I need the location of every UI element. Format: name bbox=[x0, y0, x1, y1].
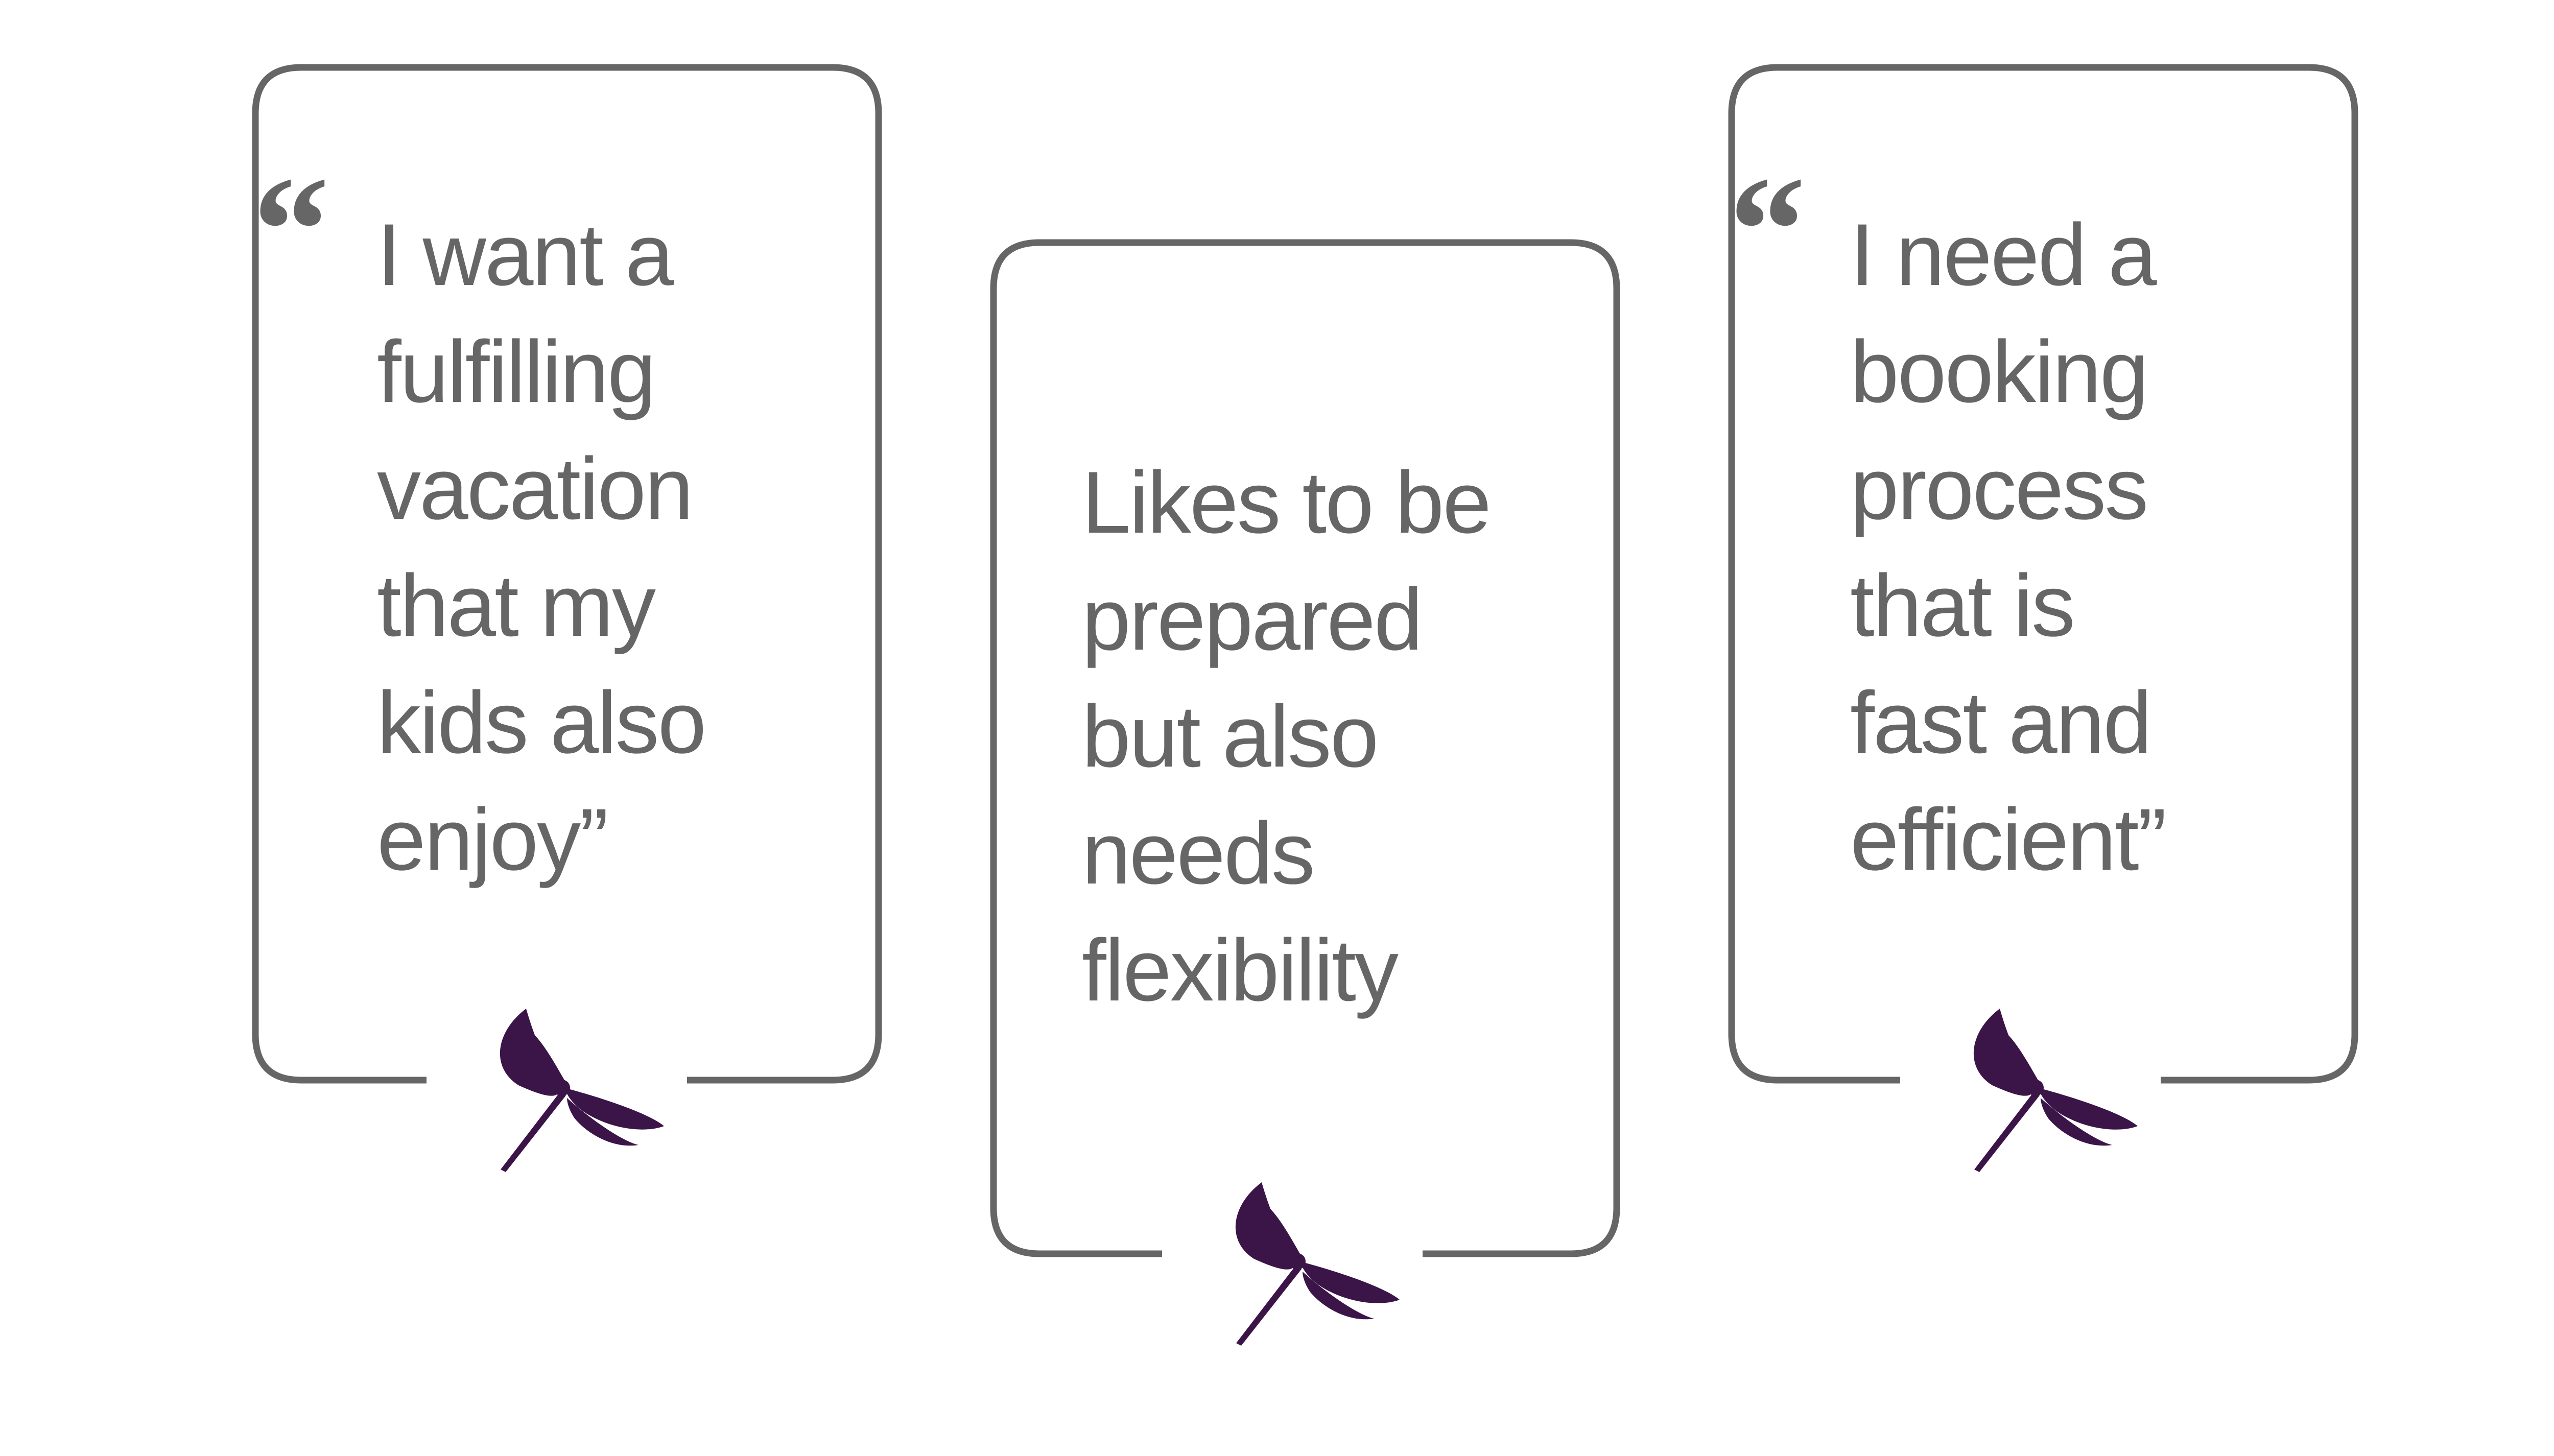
dragonfly-icon bbox=[1235, 1182, 1400, 1346]
quote-text-2: Likes to be prepared but also needs flex… bbox=[1082, 453, 1492, 1019]
open-quote-mark-3: “ bbox=[1729, 145, 1806, 315]
quote-text-1: I want a fulfilling vacation that my kid… bbox=[377, 206, 706, 889]
open-quote-mark-1: “ bbox=[253, 145, 329, 315]
dragonfly-icon bbox=[500, 1009, 664, 1172]
dragonfly-icon bbox=[1973, 1009, 2138, 1172]
quote-text-3: I need a booking process that is fast an… bbox=[1850, 206, 2167, 889]
